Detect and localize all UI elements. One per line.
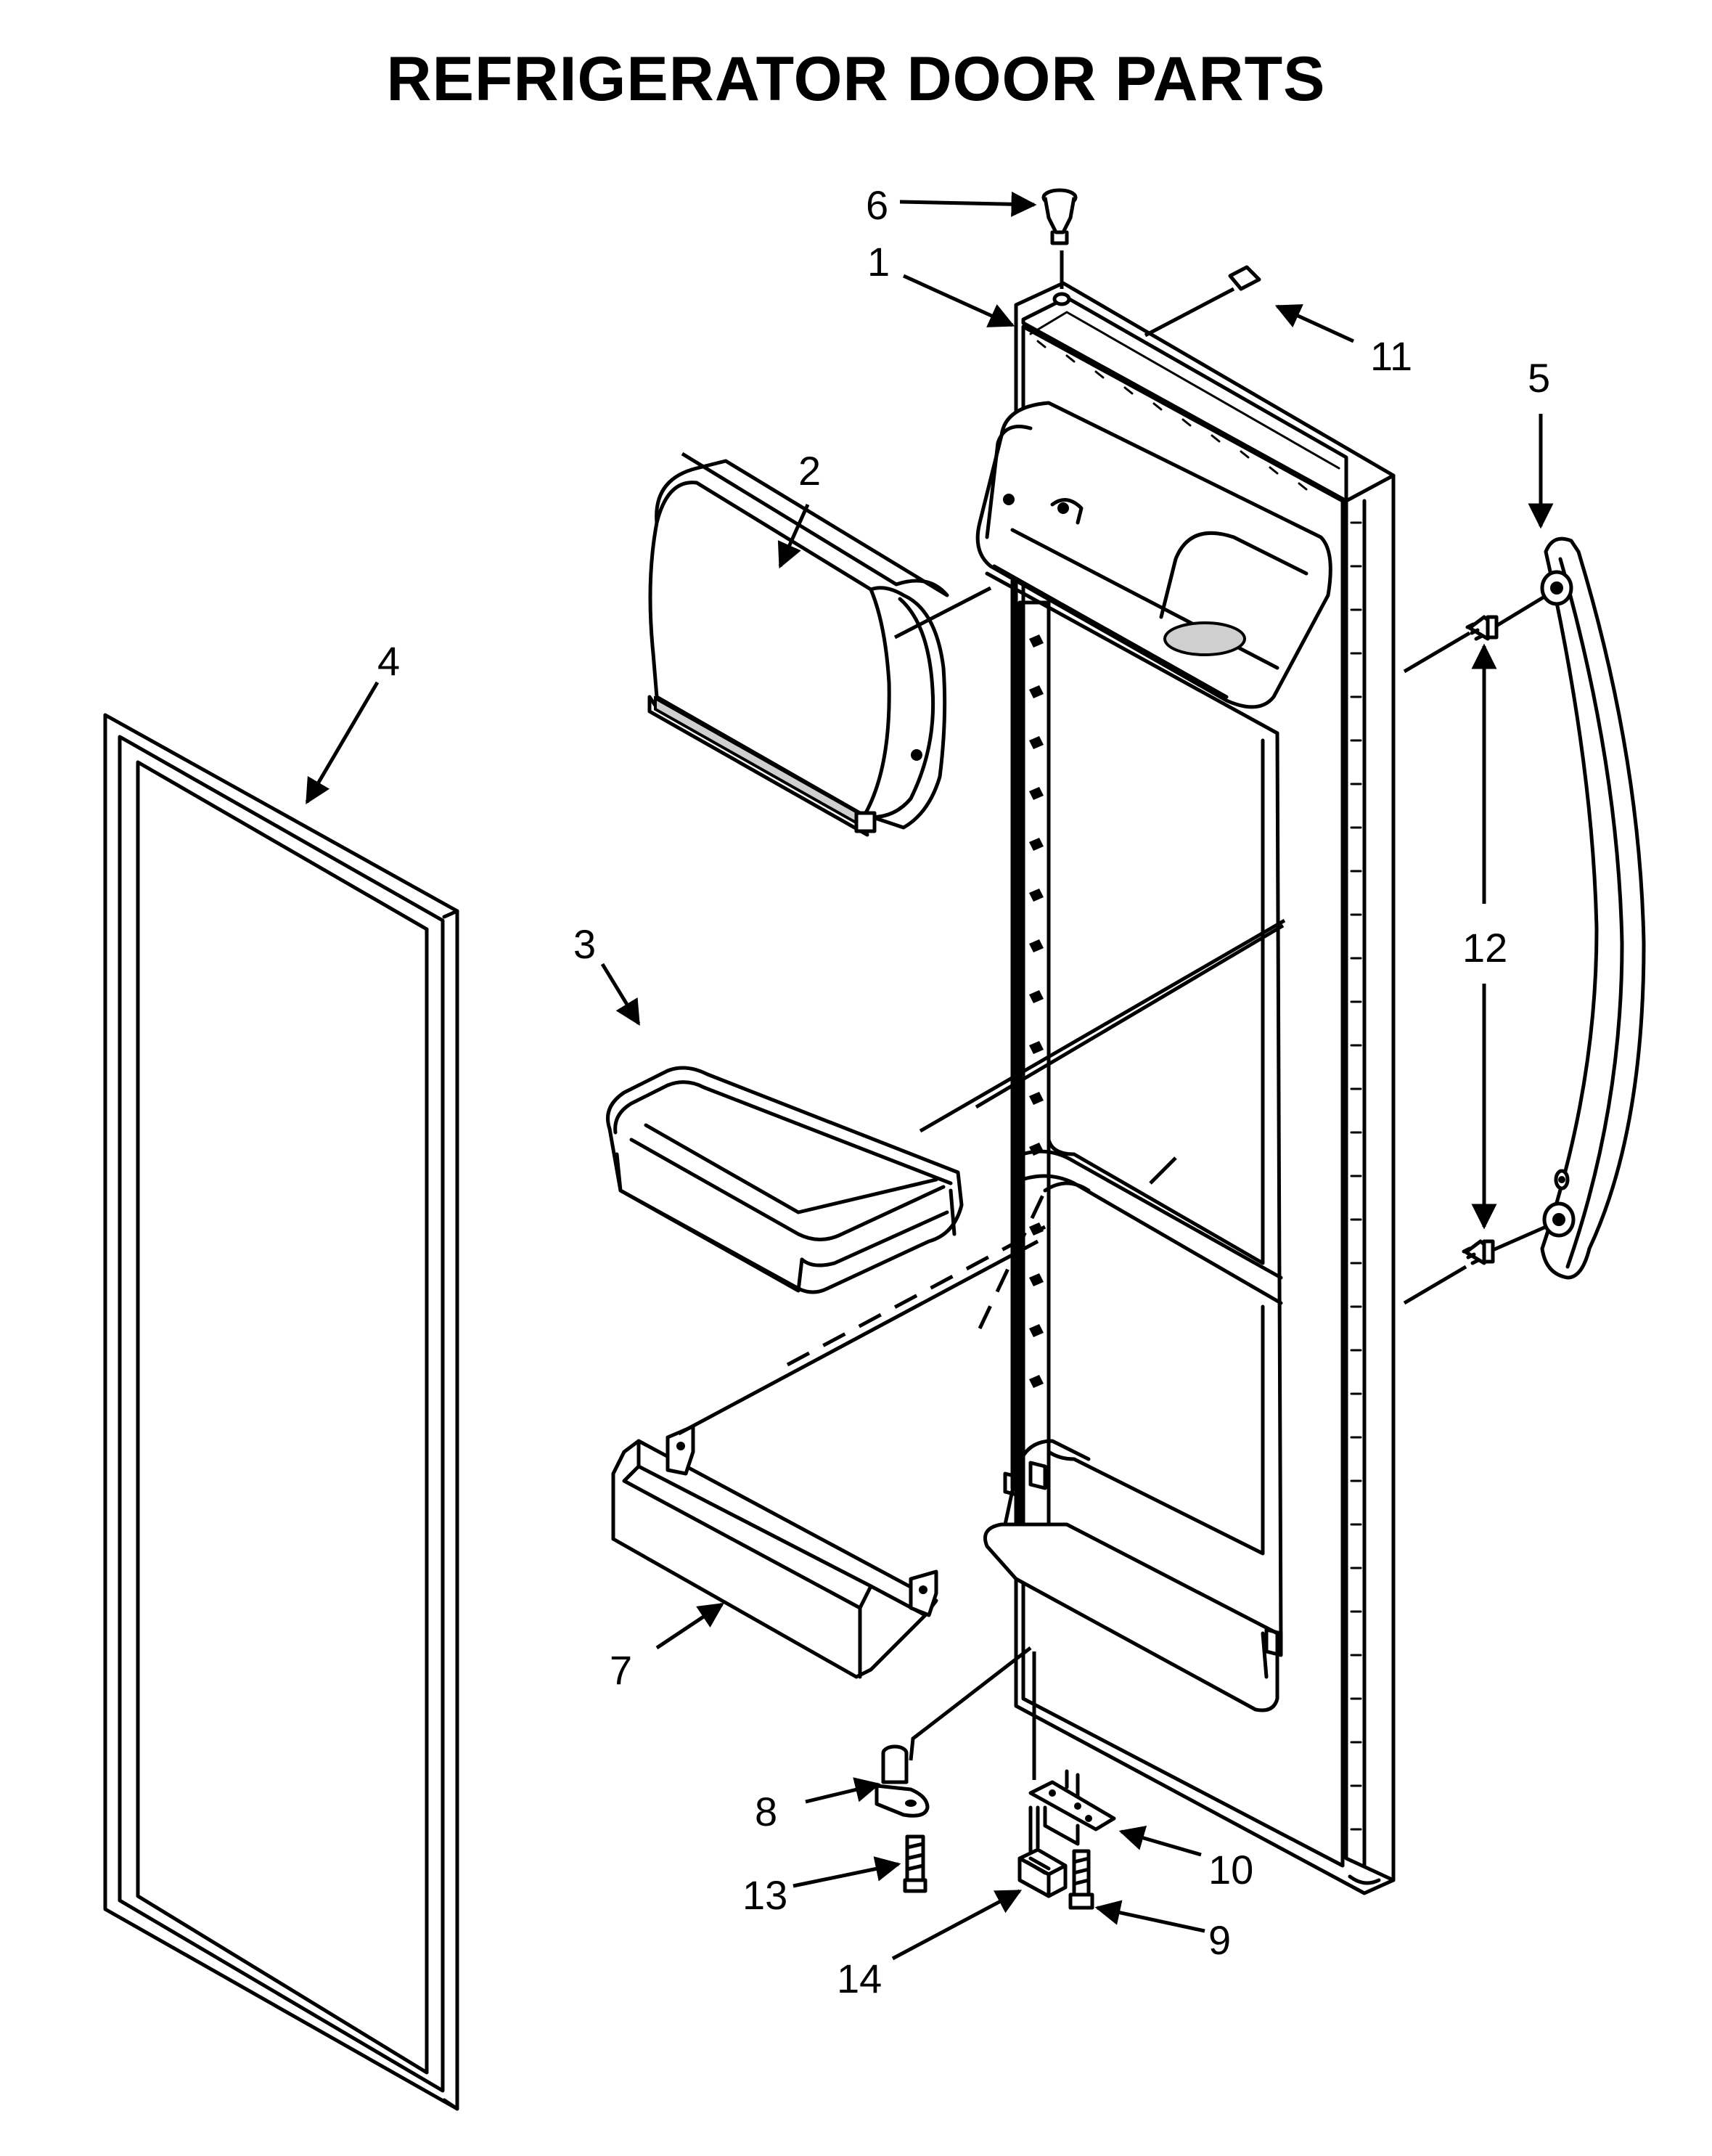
callout-11: 11 bbox=[1370, 333, 1412, 379]
label[interactable] bbox=[1228, 265, 1261, 291]
door-gasket[interactable] bbox=[103, 713, 459, 2111]
screw-9[interactable] bbox=[1068, 1849, 1094, 1910]
dairy-door[interactable] bbox=[647, 452, 949, 837]
callout-9: 9 bbox=[1208, 1917, 1231, 1963]
door-stop[interactable] bbox=[1017, 1805, 1068, 1898]
screw-13[interactable] bbox=[903, 1834, 927, 1893]
handle-stud-bottom[interactable] bbox=[1462, 1239, 1495, 1265]
callout-1: 1 bbox=[867, 239, 890, 285]
shelf-bin[interactable] bbox=[611, 1424, 938, 1679]
leader-arrows bbox=[305, 191, 1554, 1961]
callout-8: 8 bbox=[755, 1789, 777, 1834]
door-bin[interactable] bbox=[606, 1066, 964, 1294]
callout-2: 2 bbox=[798, 448, 821, 494]
handle-stud-top[interactable] bbox=[1465, 615, 1499, 641]
callout-14: 14 bbox=[837, 1956, 882, 2001]
handle[interactable] bbox=[1540, 536, 1646, 1280]
gasket-ribs bbox=[1036, 340, 1362, 1831]
bracket[interactable] bbox=[1028, 1769, 1116, 1846]
bottom-hinge-pin[interactable] bbox=[875, 1744, 930, 1818]
hinge-bushing[interactable] bbox=[1041, 188, 1078, 245]
callouts: 6 1 11 5 2 4 3 12 7 8 10 13 9 14 bbox=[377, 182, 1550, 2001]
page-title: REFRIGERATOR DOOR PARTS bbox=[386, 44, 1326, 114]
callout-7: 7 bbox=[610, 1647, 632, 1693]
callout-5: 5 bbox=[1528, 355, 1550, 401]
callout-4: 4 bbox=[377, 638, 400, 684]
callout-13: 13 bbox=[742, 1872, 787, 1918]
callout-3: 3 bbox=[573, 921, 596, 967]
hinge-hole bbox=[1052, 292, 1071, 306]
assembly-lines bbox=[677, 250, 1547, 1780]
callout-10: 10 bbox=[1208, 1847, 1253, 1892]
door-body[interactable] bbox=[975, 281, 1396, 1895]
callout-12: 12 bbox=[1462, 925, 1507, 971]
callout-6: 6 bbox=[866, 182, 888, 228]
